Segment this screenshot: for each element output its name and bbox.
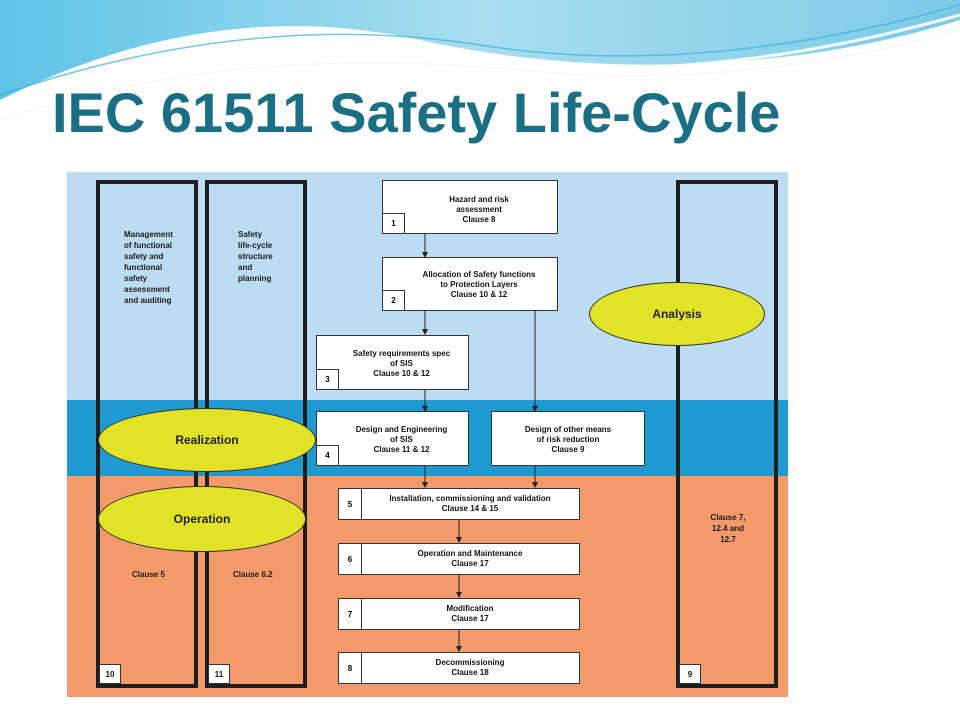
box-installation-commissioning: 5 Installation, commissioning and valida… xyxy=(338,488,580,520)
box-number: 4 xyxy=(317,445,339,465)
realization-phase-ellipse: Realization xyxy=(98,408,316,472)
box-number: 2 xyxy=(383,290,405,310)
box-modification: 7 Modification Clause 17 xyxy=(338,598,580,630)
box-decommissioning: 8 Decommissioning Clause 18 xyxy=(338,652,580,684)
management-column-text: Management of functional safety and func… xyxy=(124,230,173,305)
box-number: 8 xyxy=(339,653,362,683)
slide-title: IEC 61511 Safety Life-Cycle xyxy=(52,81,781,144)
verification-number: 9 xyxy=(679,664,701,684)
analysis-phase-ellipse: Analysis xyxy=(589,282,765,346)
box-design-engineering-sis: Design and Engineering of SIS Clause 11 … xyxy=(316,411,469,466)
box-other-risk-reduction: Design of other means of risk reduction … xyxy=(491,411,645,466)
operation-phase-ellipse: Operation xyxy=(98,486,306,552)
lifecycle-diagram: Management of functional safety and func… xyxy=(67,172,788,697)
header-wave-decoration xyxy=(0,0,960,121)
verification-column xyxy=(676,180,778,688)
box-number: 3 xyxy=(317,369,339,389)
box-allocation-safety-functions: Allocation of Safety functions to Protec… xyxy=(382,257,558,311)
box-hazard-risk-assessment: Hazard and risk assessment Clause 8 1 xyxy=(382,180,558,234)
management-clause: Clause 5 xyxy=(132,570,165,579)
lifecycle-number: 11 xyxy=(208,664,230,684)
management-number: 10 xyxy=(99,664,121,684)
lifecycle-clause: Clause 6.2 xyxy=(233,570,273,579)
box-number: 6 xyxy=(339,544,362,574)
verification-column-text: Clause 7, 12.4 and 12.7 xyxy=(710,513,746,544)
box-number: 5 xyxy=(339,489,362,519)
box-number: 7 xyxy=(339,599,362,629)
box-number: 1 xyxy=(383,213,405,233)
lifecycle-column-text: Safety life-cycle structure and planning xyxy=(238,230,273,283)
box-operation-maintenance: 6 Operation and Maintenance Clause 17 xyxy=(338,543,580,575)
box-safety-requirements-spec: Safety requirements spec of SIS Clause 1… xyxy=(316,335,469,390)
flow-arrows xyxy=(422,234,538,652)
